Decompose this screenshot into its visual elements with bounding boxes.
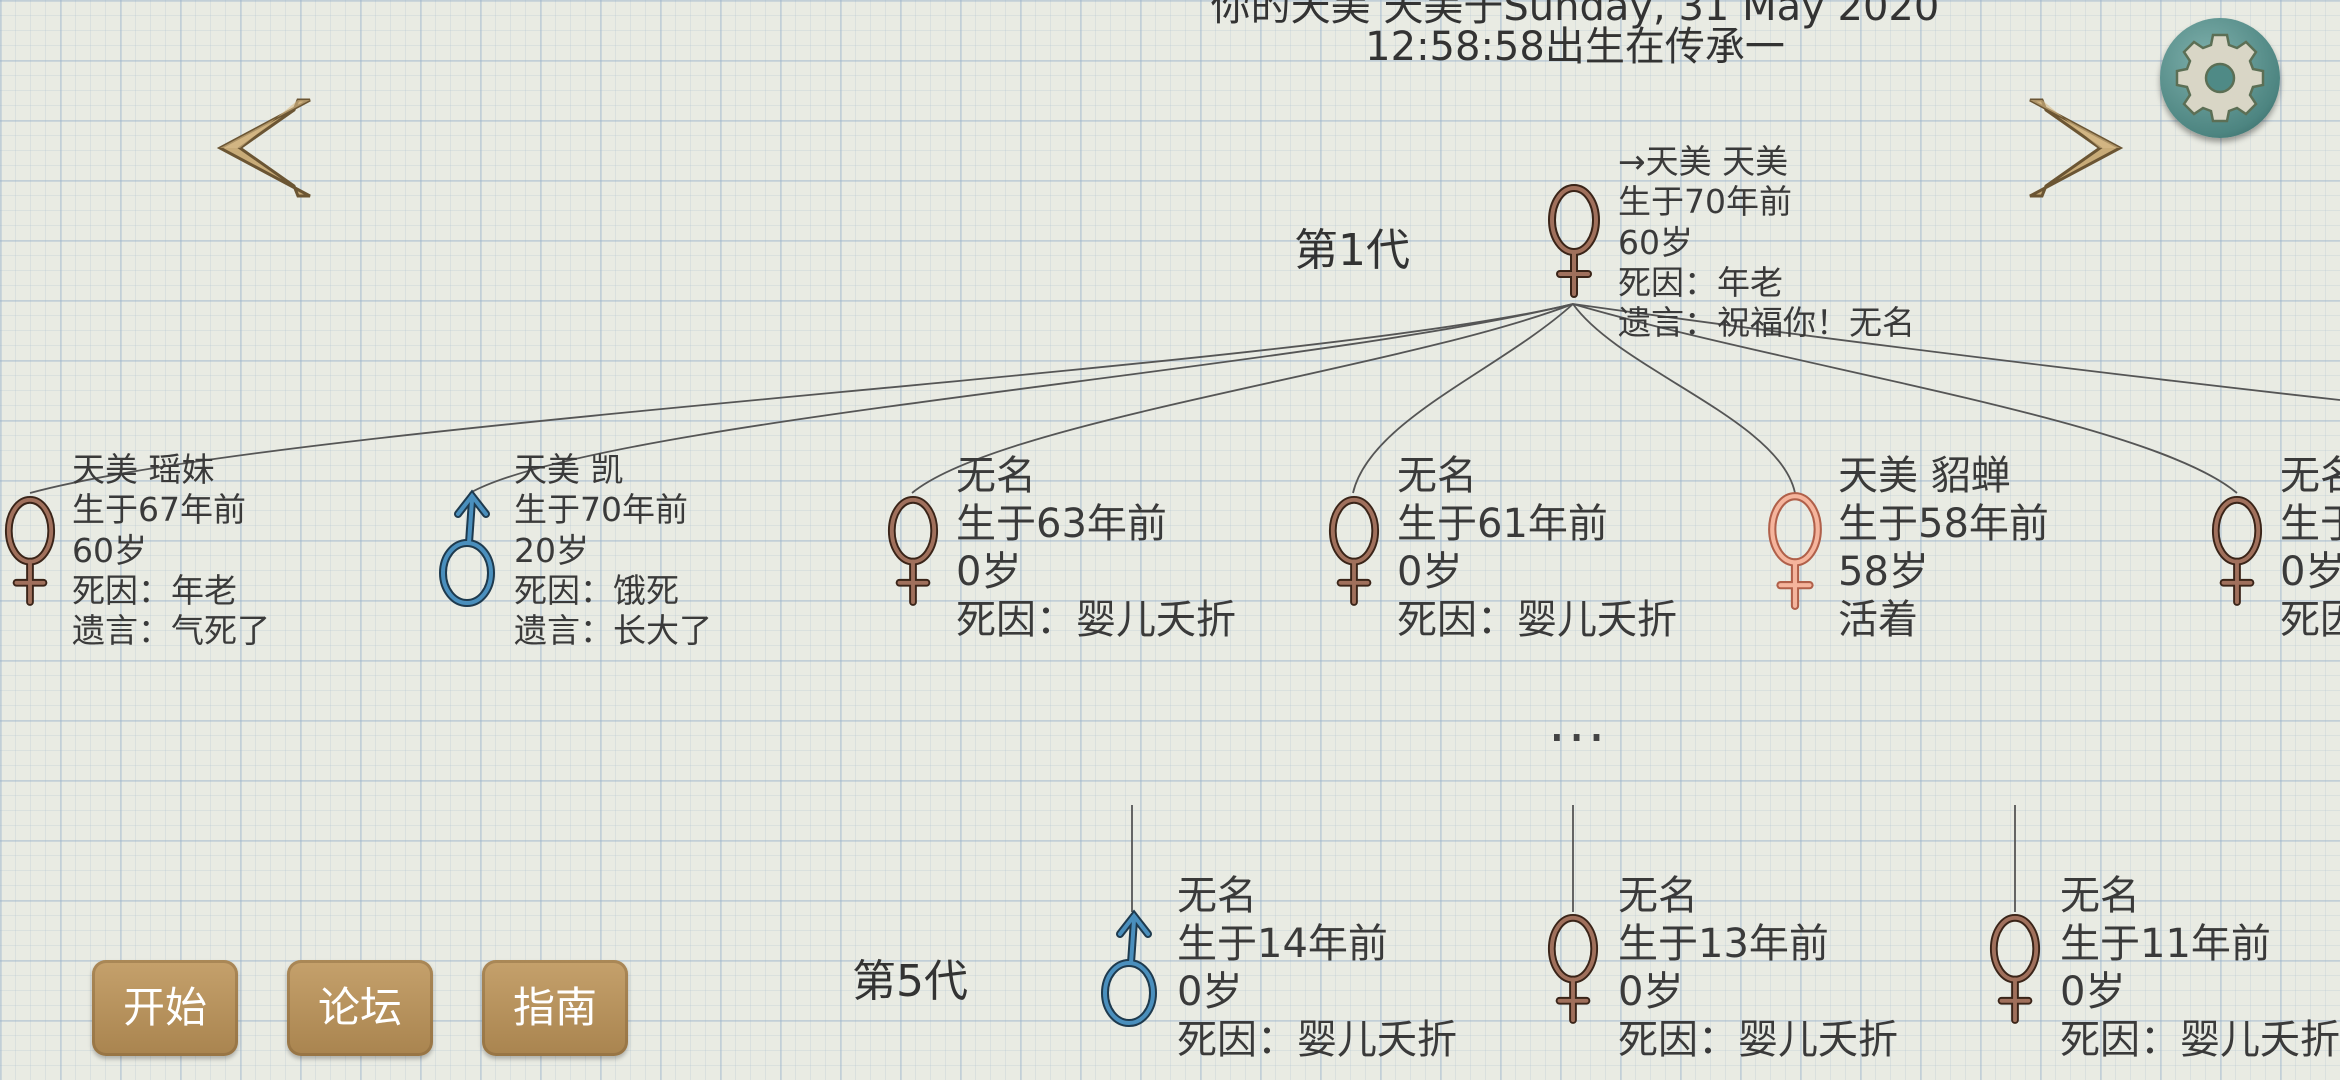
- gen5-person-2-info: 无名 生于13年前 0岁 死因：婴儿夭折: [1618, 872, 1898, 1064]
- person-death-cause: 死因：婴儿夭折: [1397, 597, 1677, 643]
- person-birth: 生于11年前: [2060, 921, 2271, 967]
- person-status: 活着: [1838, 597, 1918, 643]
- person-birth: 生于70年前: [1618, 182, 1792, 222]
- generation-1-label: 第1代: [1294, 225, 1410, 276]
- prev-arrow-button[interactable]: [214, 98, 314, 202]
- person-birth: 生于70年前: [514, 490, 688, 530]
- root-person-info: →天美 天美 生于70年前 60岁 死因：年老 遗言：祝福你！无名: [1618, 142, 1915, 343]
- person-death-cause: 死因: [2280, 597, 2340, 643]
- person-name: 无名: [1397, 453, 1477, 499]
- child-6-clip: 无名 生于 0岁 死因: [2280, 452, 2340, 652]
- tree-line: [1352, 303, 1574, 494]
- person-birth: 生于14年前: [1177, 921, 1388, 967]
- person-age: 60岁: [72, 530, 147, 570]
- child-4-info: 无名 生于61年前 0岁 死因：婴儿夭折: [1397, 452, 1677, 644]
- female-symbol-icon[interactable]: [1327, 492, 1381, 608]
- person-age: 0岁: [1177, 969, 1243, 1015]
- person-age: 20岁: [514, 530, 589, 570]
- person-death-cause: 死因：婴儿夭折: [956, 597, 1236, 643]
- forum-button[interactable]: 论坛: [287, 960, 433, 1056]
- person-birth: 生于58年前: [1838, 501, 2049, 547]
- person-age: 0岁: [2060, 969, 2126, 1015]
- tree-line: [1572, 303, 2238, 494]
- person-last-words: 遗言：气死了: [72, 611, 270, 650]
- female-symbol-icon[interactable]: [1988, 910, 2042, 1026]
- settings-button[interactable]: [2160, 18, 2280, 138]
- gear-icon: [2175, 33, 2265, 123]
- tree-line: [911, 303, 1574, 494]
- person-name: →天美 天美: [1618, 142, 1789, 181]
- female-symbol-icon[interactable]: [2210, 492, 2264, 608]
- gen5-person-1-info: 无名 生于14年前 0岁 死因：婴儿夭折: [1177, 872, 1457, 1064]
- person-birth: 生于: [2280, 501, 2340, 547]
- person-age: 58岁: [1838, 549, 1929, 595]
- tree-line: [29, 303, 1574, 494]
- person-age: 0岁: [2280, 549, 2340, 595]
- person-name: 无名: [1618, 873, 1698, 919]
- person-name: 天美 瑶妹: [72, 450, 215, 489]
- child-3-info: 无名 生于63年前 0岁 死因：婴儿夭折: [956, 452, 1236, 644]
- person-name: 无名: [2060, 873, 2140, 919]
- chevron-left-icon: [216, 98, 311, 198]
- male-symbol-icon[interactable]: [436, 488, 506, 608]
- tree-line: [469, 303, 1574, 494]
- female-symbol-icon[interactable]: [1546, 910, 1600, 1026]
- person-death-cause: 死因：婴儿夭折: [1618, 1017, 1898, 1063]
- male-symbol-icon[interactable]: [1098, 908, 1168, 1028]
- child-5-info: 天美 貂蝉 生于58年前 58岁 活着: [1838, 452, 2049, 644]
- person-birth: 生于61年前: [1397, 501, 1608, 547]
- female-alive-symbol-icon[interactable]: [1766, 490, 1824, 610]
- generation-5-label: 第5代: [852, 956, 968, 1007]
- next-arrow-button[interactable]: [2026, 98, 2126, 202]
- person-name: 无名: [1177, 873, 1257, 919]
- header-birth-line-2: 12:58:58出生在传承一: [1365, 24, 1785, 70]
- more-generations-ellipsis: ...: [1548, 690, 1608, 755]
- header-birth-line: 你的天美 天美于Sunday, 31 May 2020: [1210, 0, 1940, 30]
- chevron-right-icon: [2029, 98, 2124, 198]
- person-death-cause: 死因：年老: [1618, 262, 1783, 302]
- child-1-info: 天美 瑶妹 生于67年前 60岁 死因：年老 遗言：气死了: [72, 450, 270, 651]
- person-age: 0岁: [1397, 549, 1463, 595]
- person-age: 0岁: [1618, 969, 1684, 1015]
- person-last-words: 遗言：祝福你！无名: [1618, 303, 1915, 342]
- tree-line: [1572, 303, 2340, 401]
- child-2-info: 天美 凯 生于70年前 20岁 死因：饿死 遗言：长大了: [514, 450, 712, 651]
- person-name: 天美 凯: [514, 450, 624, 489]
- person-name: 天美 貂蝉: [1838, 453, 2011, 499]
- child-6-info: 无名 生于 0岁 死因: [2280, 452, 2340, 644]
- gen5-person-3-clip: 无名 生于11年前 0岁 死因：婴儿夭折: [2060, 872, 2340, 1080]
- person-birth: 生于63年前: [956, 501, 1167, 547]
- female-symbol-icon[interactable]: [1546, 182, 1602, 298]
- tree-line: [1572, 303, 1796, 494]
- person-death-cause: 死因：年老: [72, 570, 237, 610]
- female-symbol-icon[interactable]: [3, 492, 57, 608]
- person-age: 0岁: [956, 549, 1022, 595]
- person-name: 无名: [2280, 453, 2340, 499]
- person-birth: 生于13年前: [1618, 921, 1829, 967]
- person-birth: 生于67年前: [72, 490, 246, 530]
- person-age: 60岁: [1618, 222, 1693, 262]
- female-symbol-icon[interactable]: [886, 492, 940, 608]
- person-death-cause: 死因：饿死: [514, 570, 679, 610]
- guide-button[interactable]: 指南: [482, 960, 628, 1056]
- person-name: 无名: [956, 453, 1036, 499]
- start-button[interactable]: 开始: [92, 960, 238, 1056]
- gen5-person-3-info: 无名 生于11年前 0岁 死因：婴儿夭折: [2060, 872, 2340, 1064]
- person-death-cause: 死因：婴儿夭折: [1177, 1017, 1457, 1063]
- person-death-cause: 死因：婴儿夭折: [2060, 1017, 2340, 1063]
- person-last-words: 遗言：长大了: [514, 611, 712, 650]
